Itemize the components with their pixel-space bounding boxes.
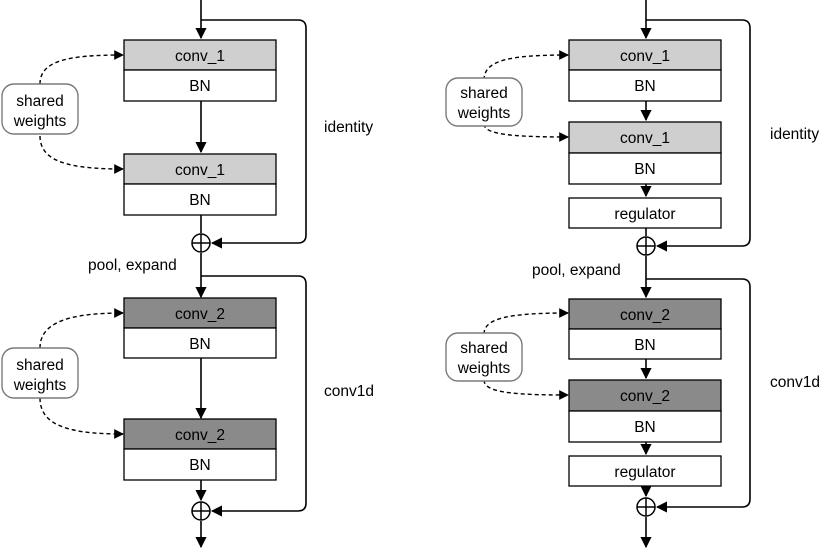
right-shared-arrow-top [483, 308, 569, 335]
shared-label: shared [16, 93, 63, 110]
right-conv1-top-box [568, 39, 722, 71]
left-conv2-top-box [123, 297, 277, 329]
right-shared-arrow-bottom [483, 123, 569, 142]
left-bn-label: BN [189, 336, 211, 353]
left-identity-skip [201, 19, 307, 249]
left-bn-box [123, 327, 277, 359]
right-shared-arrow-top [483, 50, 569, 81]
left-conv1-bottom-label: conv_1 [175, 162, 225, 179]
right-bn-label: BN [634, 161, 656, 178]
right-bn-box [568, 152, 722, 185]
right-bn-label: BN [634, 419, 656, 436]
right-regulator-box [568, 455, 722, 487]
right-conv1d-skip [646, 278, 751, 513]
left-conv2-top-label: conv_2 [175, 306, 225, 323]
right-regulator-box [568, 197, 722, 229]
left-conv1-top-box [123, 39, 277, 71]
weights-label: weights [457, 360, 511, 377]
right-conv2-top-box [568, 298, 722, 330]
left-bn-label: BN [189, 192, 211, 209]
right-diagram: conv_1 BN conv_1 BN regulator shared wei… [445, 0, 820, 549]
right-add-node [636, 497, 656, 517]
left-bn-box [123, 448, 277, 481]
right-pool-expand-label: pool, expand [532, 262, 621, 279]
right-bn-label: BN [634, 337, 656, 354]
left-bn-box [123, 69, 277, 102]
left-bn-box [123, 183, 277, 216]
left-shared-arrow-top [39, 50, 124, 85]
left-shared-weights-badge [1, 347, 79, 399]
left-conv2-bottom-box [123, 418, 277, 450]
right-identity-label: identity [770, 126, 819, 143]
left-shared-weights-badge [1, 83, 79, 135]
weights-label: weights [13, 377, 67, 394]
right-shared-arrow-bottom [483, 379, 569, 400]
right-bn-box [568, 328, 722, 360]
right-conv1-bottom-label: conv_1 [620, 130, 670, 147]
left-diagram: conv_1 BN conv_1 BN shared weights ident… [1, 0, 374, 549]
weights-label: weights [13, 113, 67, 130]
left-shared-arrow-top [39, 308, 124, 349]
right-shared-weights-badge [445, 77, 523, 127]
right-add-node [636, 236, 656, 256]
right-conv2-bottom-box [568, 379, 722, 412]
shared-label: shared [16, 357, 63, 374]
right-conv2-top-label: conv_2 [620, 307, 670, 324]
left-identity-label: identity [324, 119, 373, 136]
right-conv1d-label: conv1d [770, 374, 820, 391]
left-conv1-top-label: conv_1 [175, 48, 225, 65]
right-bn-box [568, 69, 722, 102]
left-conv1d-label: conv1d [324, 383, 374, 400]
left-add-node [191, 233, 211, 253]
left-bn-label: BN [189, 78, 211, 95]
right-identity-skip [646, 19, 751, 252]
right-regulator-label: regulator [614, 464, 675, 481]
left-shared-arrow-bottom [39, 135, 124, 174]
weights-label: weights [457, 105, 511, 122]
left-pool-expand-label: pool, expand [88, 257, 177, 274]
right-conv1-top-label: conv_1 [620, 48, 670, 65]
left-bn-label: BN [189, 457, 211, 474]
right-bn-label: BN [634, 78, 656, 95]
left-shared-arrow-bottom [39, 397, 124, 439]
left-add-node [191, 501, 211, 521]
right-conv2-bottom-label: conv_2 [620, 388, 670, 405]
right-regulator-label: regulator [614, 206, 675, 223]
right-shared-weights-badge [445, 332, 523, 382]
shared-label: shared [460, 85, 507, 102]
shared-label: shared [460, 340, 507, 357]
left-conv2-bottom-label: conv_2 [175, 427, 225, 444]
left-conv1d-skip [201, 275, 307, 517]
right-bn-box [568, 410, 722, 443]
